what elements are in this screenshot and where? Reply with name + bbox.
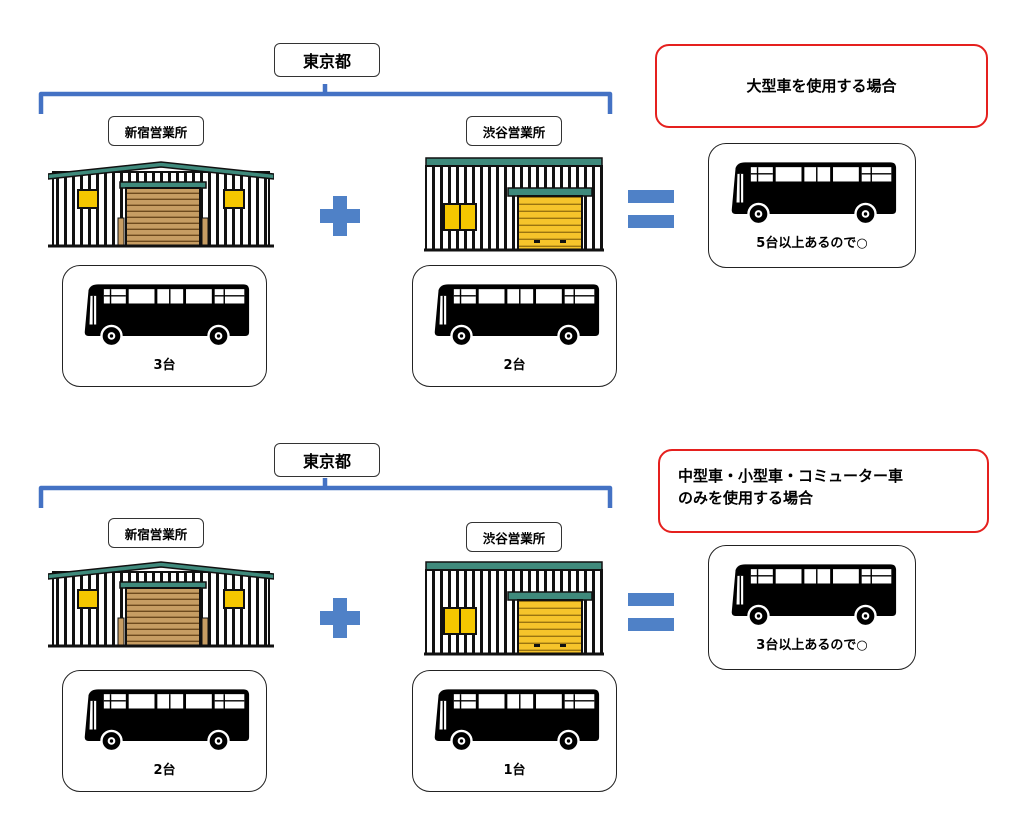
- equals-icon: [628, 190, 674, 230]
- result-text: 3台以上あるので○: [756, 638, 868, 653]
- bus-count-card-shibuya: 2台: [412, 265, 617, 387]
- warehouse-icon: [424, 157, 604, 252]
- bus-icon: [79, 685, 251, 753]
- region-bracket: [38, 84, 613, 114]
- office-label-shibuya: 渋谷営業所: [466, 116, 562, 146]
- warehouse-icon: [48, 161, 274, 248]
- condition-note: 中型車・小型車・コミューター車 のみを使用する場合: [658, 449, 989, 533]
- bus-icon: [429, 280, 601, 348]
- condition-text-line1: 中型車・小型車・コミューター車: [678, 467, 904, 485]
- bus-count: 1台: [503, 763, 526, 778]
- plus-icon: [320, 196, 360, 236]
- condition-text-line2: のみを使用する場合: [678, 489, 814, 507]
- condition-note: 大型車を使用する場合: [655, 44, 988, 128]
- region-label: 東京都: [274, 43, 380, 77]
- region-bracket: [38, 478, 613, 508]
- bus-icon: [429, 685, 601, 753]
- condition-text: 大型車を使用する場合: [746, 77, 897, 95]
- bus-icon: [726, 158, 898, 226]
- bus-count: 2台: [153, 763, 176, 778]
- warehouse-icon: [424, 561, 604, 656]
- bus-icon: [79, 280, 251, 348]
- bus-count-card-shinjuku: 2台: [62, 670, 267, 792]
- bus-icon: [726, 560, 898, 628]
- equals-icon: [628, 593, 674, 633]
- bus-count: 2台: [503, 358, 526, 373]
- bus-count-card-shibuya: 1台: [412, 670, 617, 792]
- result-card: 5台以上あるので○: [708, 143, 916, 268]
- bus-count-card-shinjuku: 3台: [62, 265, 267, 387]
- office-label-shinjuku: 新宿営業所: [108, 116, 204, 146]
- office-label-shinjuku: 新宿営業所: [108, 518, 204, 548]
- result-text: 5台以上あるので○: [756, 236, 868, 251]
- result-card: 3台以上あるので○: [708, 545, 916, 670]
- region-label: 東京都: [274, 443, 380, 477]
- plus-icon: [320, 598, 360, 638]
- bus-count: 3台: [153, 358, 176, 373]
- office-label-shibuya: 渋谷営業所: [466, 522, 562, 552]
- warehouse-icon: [48, 561, 274, 648]
